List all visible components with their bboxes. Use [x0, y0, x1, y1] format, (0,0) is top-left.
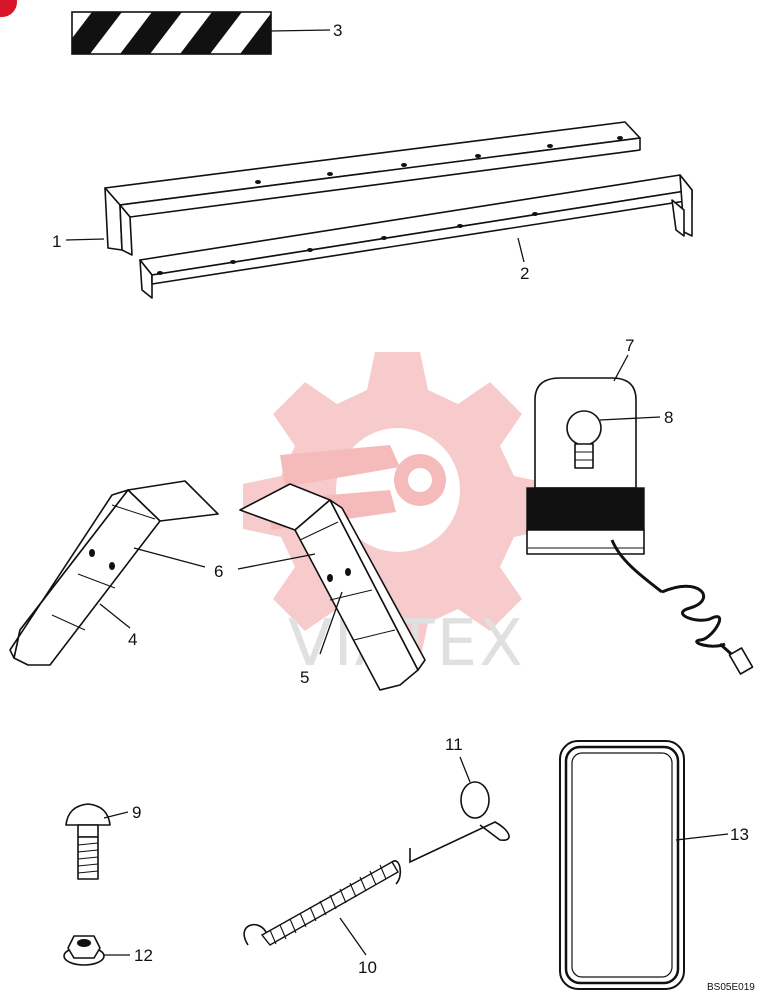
- callout-9: 9: [132, 803, 141, 822]
- part-9-carriage-bolt: [65, 803, 129, 880]
- callout-13: 13: [730, 825, 749, 844]
- part-4-left-bracket: [9, 480, 219, 666]
- part-2-holes: [157, 212, 538, 275]
- part-8-bulb: [566, 410, 661, 469]
- callout-3: 3: [333, 21, 342, 40]
- part-1-holes: [255, 136, 623, 184]
- part-5-right-bracket: [239, 483, 426, 691]
- part-7-cord-connector: [610, 539, 754, 675]
- corner-badge-icon: [0, 0, 17, 17]
- callout-1: 1: [52, 232, 61, 251]
- callout-12: 12: [134, 946, 153, 965]
- callout-8: 8: [664, 408, 673, 427]
- part-13-gasket: [559, 740, 729, 990]
- callout-6: 6: [214, 562, 223, 581]
- callout-11: 11: [445, 735, 463, 754]
- part-1-upper-channel: [65, 121, 641, 256]
- figure-reference-code: BS05E019: [707, 982, 755, 993]
- part-3-striped-decal: [71, 11, 331, 55]
- part-6-label-leaders: [133, 547, 316, 570]
- part-12-flange-nut: [63, 935, 130, 966]
- callout-2: 2: [520, 264, 529, 283]
- callout-5: 5: [300, 668, 309, 687]
- callout-10: 10: [358, 958, 377, 977]
- part-10-extension-spring: [243, 860, 402, 956]
- callout-7: 7: [625, 336, 634, 355]
- callout-4: 4: [128, 630, 137, 649]
- part-11-clip: [409, 756, 510, 864]
- part-2-lower-channel: [139, 174, 693, 299]
